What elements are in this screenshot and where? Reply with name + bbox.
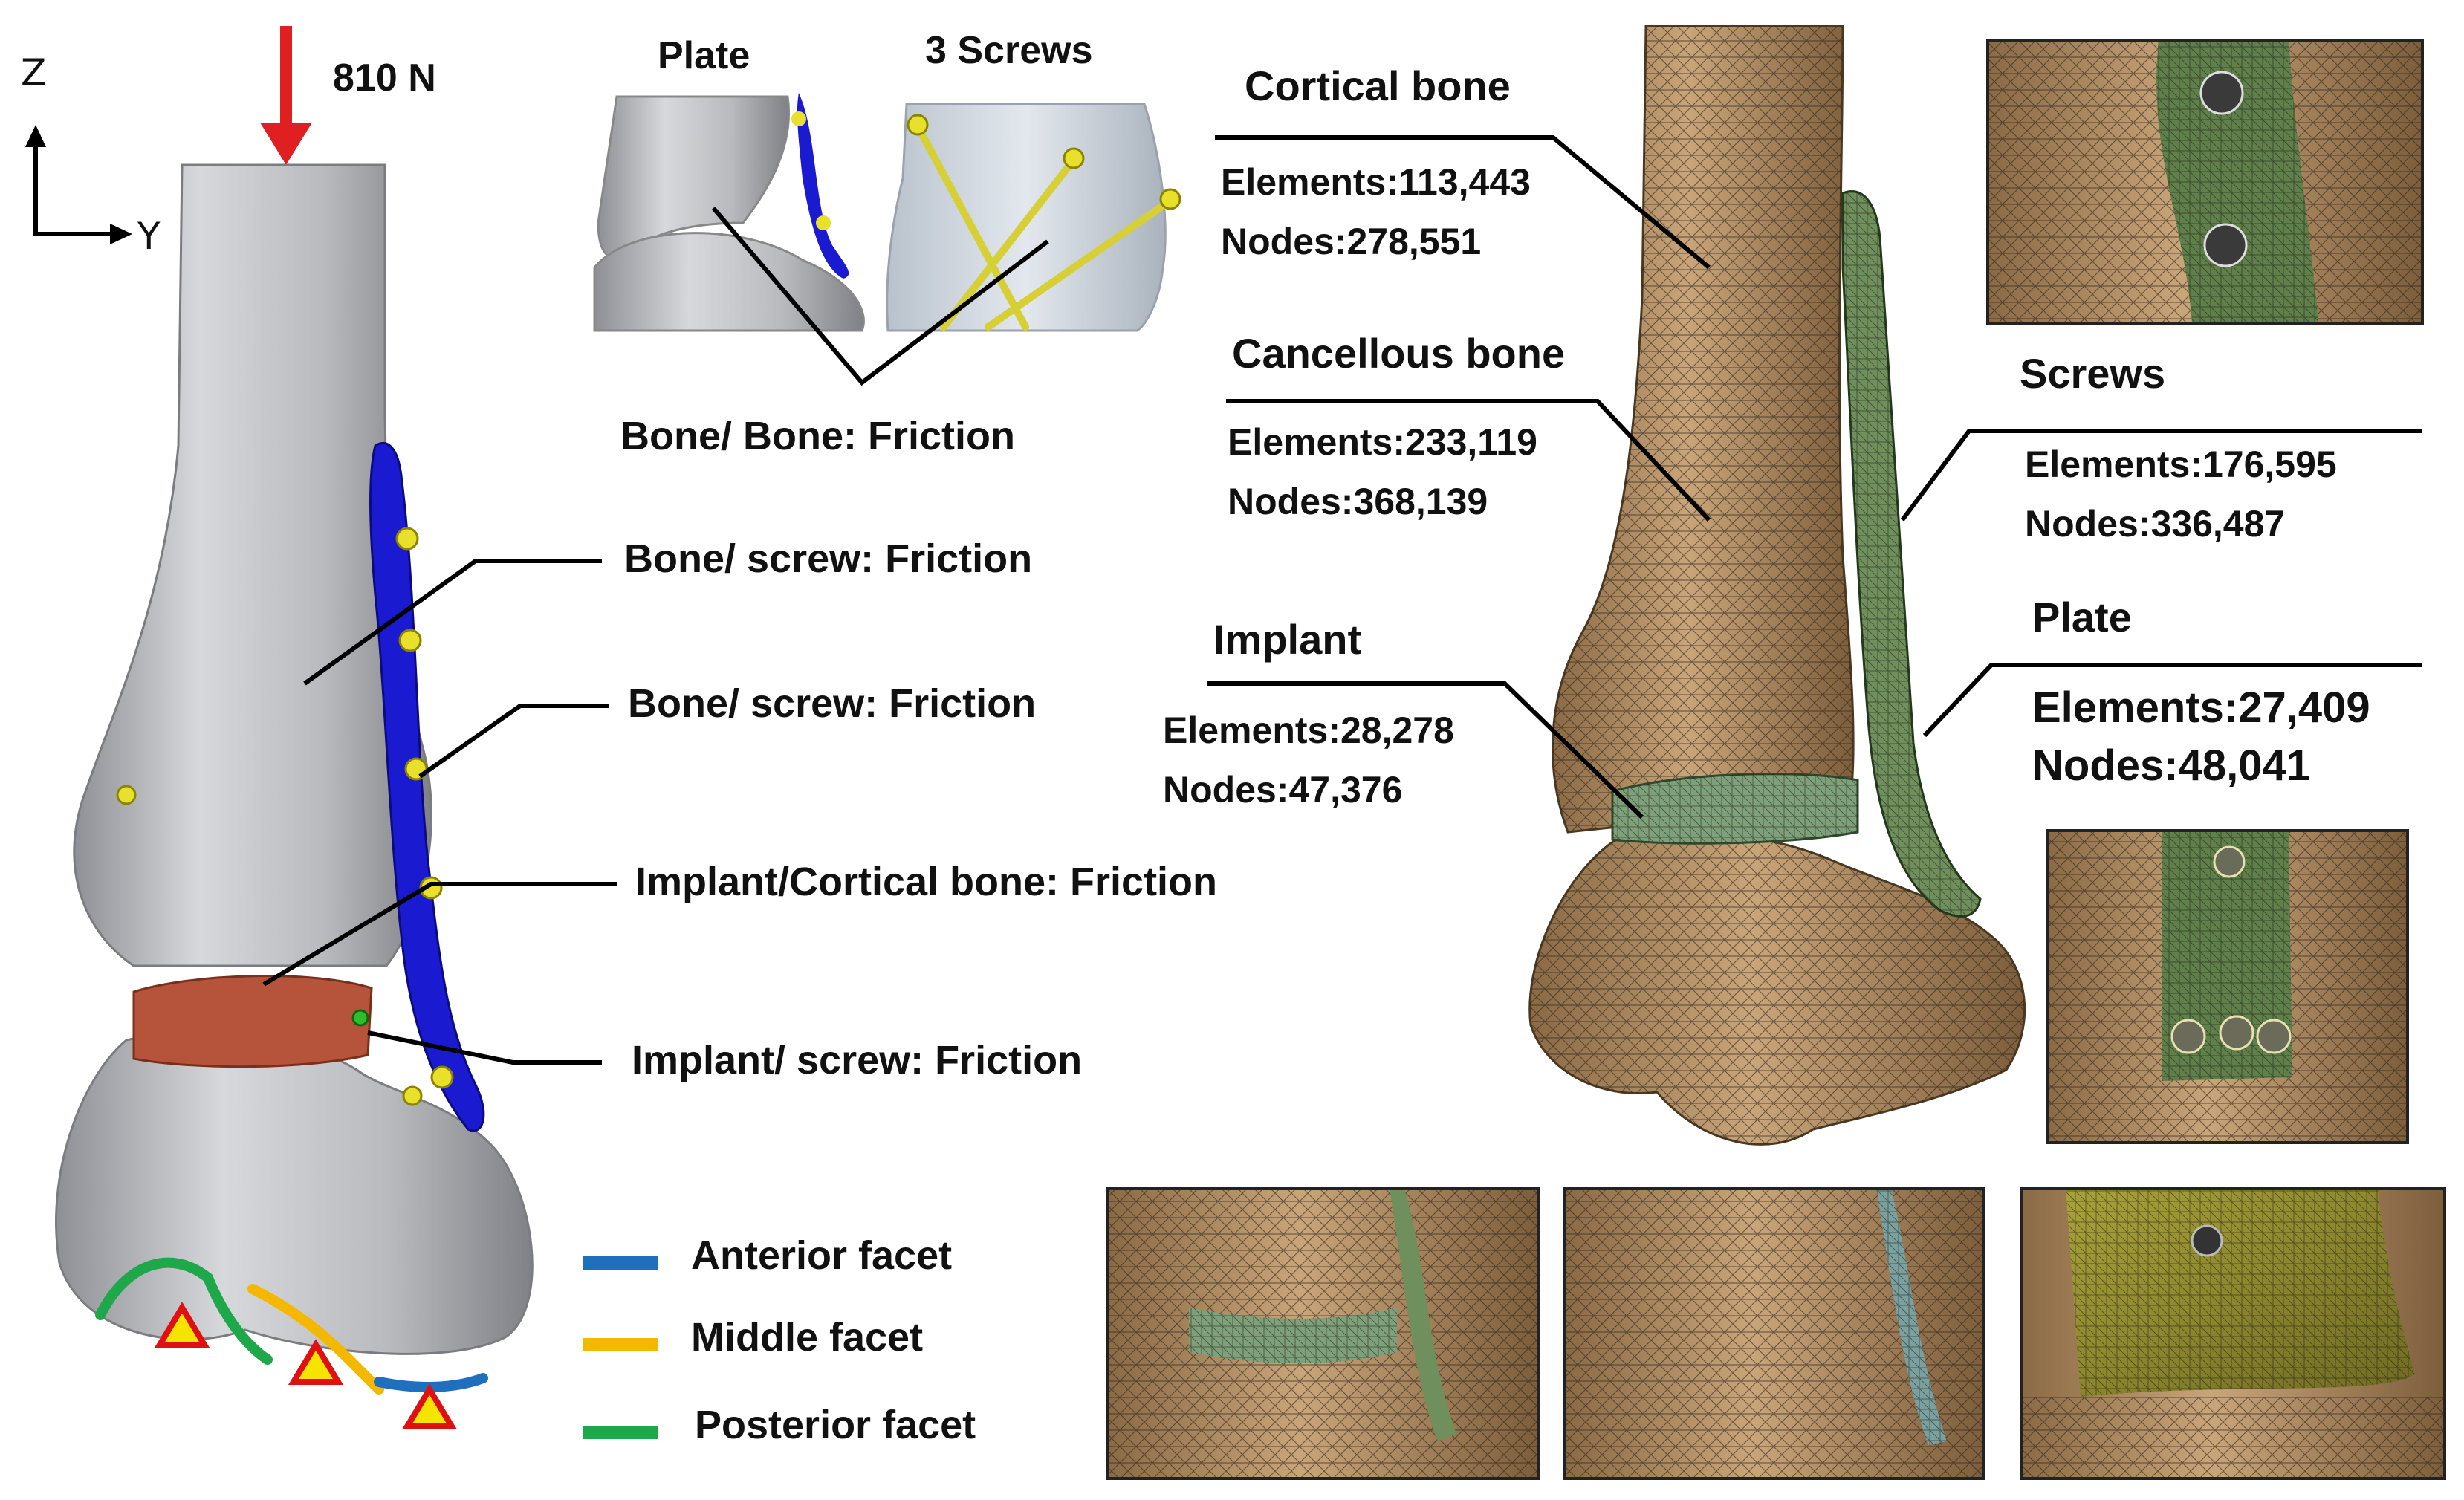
z-axis-label: Z <box>21 51 46 94</box>
legend-posterior-label: Posterior facet <box>695 1403 976 1447</box>
legend-middle-label: Middle facet <box>691 1315 923 1360</box>
screws-inset-image <box>884 100 1181 332</box>
implant-elements: Elements:28,278 <box>1163 710 1454 751</box>
cortical-elements: Elements:113,443 <box>1221 161 1531 203</box>
screws-inset-label: 3 Screws <box>925 29 1093 72</box>
detail-top-right <box>1986 39 2424 325</box>
load-arrow <box>260 26 312 165</box>
plate-inset-image <box>591 93 873 332</box>
contact-leaders <box>262 207 1049 1065</box>
meshed-bone-model <box>1528 25 2026 1146</box>
detail-middle-right <box>2046 829 2409 1144</box>
plate-inset-label: Plate <box>658 34 750 77</box>
talus <box>55 1031 534 1355</box>
detail-bottom-1 <box>1106 1187 1540 1480</box>
posterior-facet-curve <box>95 1257 273 1365</box>
detail-bottom-3 <box>2020 1187 2446 1480</box>
coordinate-axes <box>25 125 132 244</box>
facet-legend <box>583 1256 658 1439</box>
cancellous-elements: Elements:233,119 <box>1228 421 1537 463</box>
screws-nodes: Nodes:336,487 <box>2025 503 2285 545</box>
mesh-leaders <box>1207 135 2422 819</box>
implant-nodes: Nodes:47,376 <box>1163 769 1402 811</box>
middle-facet-curve <box>247 1284 384 1395</box>
plate-nodes: Nodes:48,041 <box>2032 741 2310 790</box>
detail-bottom-2 <box>1563 1187 1985 1480</box>
load-label: 810 N <box>333 56 436 100</box>
plate-elements: Elements:27,409 <box>2032 684 2370 732</box>
plate-title: Plate <box>2032 594 2132 640</box>
contact-bone-screw-2: Bone/ screw: Friction <box>628 681 1036 726</box>
cortical-title: Cortical bone <box>1245 62 1511 109</box>
screws-title: Screws <box>2020 350 2165 397</box>
cortical-nodes: Nodes:278,551 <box>1221 221 1481 262</box>
cancellous-nodes: Nodes:368,139 <box>1228 481 1488 522</box>
contact-implant-cortical: Implant/Cortical bone: Friction <box>635 860 1217 904</box>
contact-bone-bone: Bone/ Bone: Friction <box>620 414 1015 458</box>
fixed-supports <box>154 1302 458 1429</box>
implant-screw-head <box>351 1009 369 1027</box>
left-bone-model <box>55 163 534 1429</box>
implant-ring <box>132 975 373 1068</box>
contact-bone-screw-1: Bone/ screw: Friction <box>624 536 1032 581</box>
screws-elements: Elements:176,595 <box>2025 444 2337 485</box>
legend-anterior-label: Anterior facet <box>691 1233 952 1278</box>
contact-implant-screw: Implant/ screw: Friction <box>632 1038 1082 1082</box>
y-axis-label: Y <box>137 215 161 258</box>
cancellous-title: Cancellous bone <box>1232 330 1565 377</box>
anterior-facet-curve <box>374 1373 488 1392</box>
implant-title: Implant <box>1213 616 1361 663</box>
